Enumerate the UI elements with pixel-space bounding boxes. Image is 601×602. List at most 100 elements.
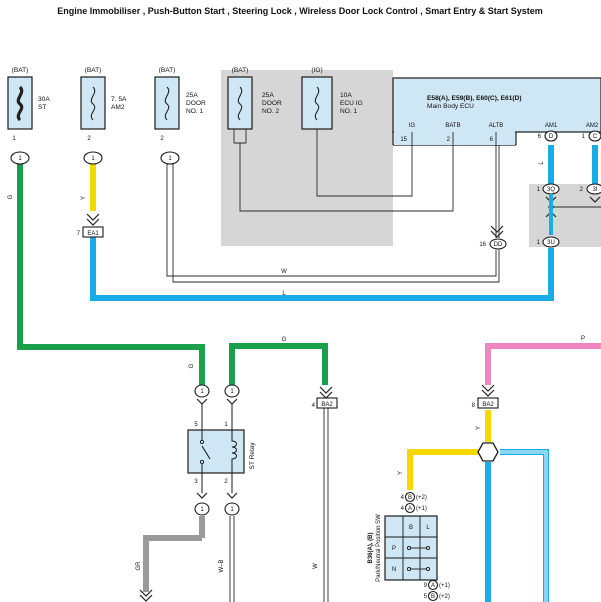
wire-blue-l bbox=[90, 236, 554, 301]
fuse-rating: 7. 5A bbox=[111, 96, 127, 103]
connector-3u bbox=[542, 236, 560, 248]
fuse-symbol-icon bbox=[16, 85, 24, 122]
connector-num: 16 bbox=[479, 242, 486, 248]
fuse-am2: (BAT) 7. 5A AM2 2 bbox=[80, 67, 127, 142]
wire-label: G bbox=[8, 194, 14, 199]
wire-label: G bbox=[282, 337, 287, 343]
wire-labels: G Y W L G G P L Y Y GR W–B W bbox=[8, 161, 585, 573]
wire-label: P bbox=[581, 336, 585, 342]
fuse-box bbox=[7, 76, 33, 130]
wire-pink-p bbox=[485, 343, 601, 385]
thin-wires bbox=[166, 129, 601, 602]
ecu-pin-am1: AM1 bbox=[545, 123, 558, 129]
switch-col-label: B bbox=[409, 525, 413, 531]
connector-code: DD bbox=[494, 242, 503, 248]
fuse-symbol-icon bbox=[90, 86, 96, 121]
fuse-source-label: (BAT) bbox=[12, 67, 29, 74]
wire-label: GR bbox=[136, 561, 142, 571]
connector-letter: C bbox=[593, 134, 598, 140]
wire-label: Y bbox=[476, 426, 482, 430]
ecu-id: E58(A), E59(B), E60(C), E61(D) bbox=[427, 95, 522, 102]
connector-code: BA2 bbox=[482, 402, 494, 408]
connector-oval bbox=[224, 502, 240, 516]
fuse-door-no2: (BAT) 25A DOOR NO. 2 bbox=[227, 67, 282, 130]
connector-num: 1 bbox=[537, 240, 541, 246]
sw-pin-letter: A bbox=[408, 506, 412, 512]
fuse-source-label: (BAT) bbox=[159, 67, 176, 74]
fuse-name-line2: NO. 1 bbox=[340, 108, 358, 115]
connector-code: BA2 bbox=[321, 402, 333, 408]
fuse-box bbox=[227, 76, 253, 130]
pin-number: 1 bbox=[12, 136, 16, 142]
sw-pin-suffix: (+1) bbox=[416, 506, 427, 512]
sw-pin-letter: B bbox=[408, 495, 412, 501]
relay-switch-icon bbox=[201, 445, 211, 460]
fuse-name-line1: ECU IG bbox=[340, 100, 363, 107]
pin-number: 2 bbox=[447, 137, 451, 143]
connector-num: 8 bbox=[472, 403, 476, 409]
connector-oval bbox=[83, 151, 103, 165]
pin-number: 15 bbox=[400, 137, 407, 143]
fuse-rating: 25A bbox=[262, 92, 274, 99]
sw-pin-letter: A bbox=[431, 583, 435, 589]
ecu-pin-ig: IG bbox=[409, 123, 416, 129]
ecu-name: Main Body ECU bbox=[427, 103, 474, 110]
fuse-symbol-icon bbox=[314, 86, 320, 121]
fuse-box bbox=[80, 76, 106, 130]
switch-id: B36(A), (B) bbox=[368, 532, 374, 563]
connector-oval bbox=[10, 151, 30, 165]
connector-label: 1 bbox=[230, 507, 234, 513]
relay-pin: 1 bbox=[224, 422, 228, 428]
wire-yellow-sw bbox=[407, 449, 478, 490]
sw-pin-circle bbox=[404, 491, 416, 503]
connector-label: 1 bbox=[200, 507, 204, 513]
sw-pin-circle bbox=[427, 590, 439, 602]
wire-label: W bbox=[313, 563, 319, 569]
fuse-st: (BAT) 30A ST 1 bbox=[7, 67, 50, 142]
wire-label: W–B bbox=[219, 559, 225, 572]
wire-label: L bbox=[539, 161, 545, 165]
wire-green-st bbox=[17, 164, 205, 385]
sw-pin-suffix: (+2) bbox=[416, 495, 427, 501]
fuse-source-label: (BAT) bbox=[85, 67, 102, 74]
connector-ea1 bbox=[82, 226, 104, 238]
connector-label: 1 bbox=[200, 389, 204, 395]
connector-num: 1 bbox=[537, 187, 541, 193]
sw-pin-num: 5 bbox=[424, 594, 428, 600]
junction-hex bbox=[477, 442, 499, 462]
wire-green-relay bbox=[229, 343, 328, 385]
switch-contact-icon bbox=[406, 566, 431, 572]
sw-pin-letter: B bbox=[431, 594, 435, 600]
sw-pin-suffix: (+2) bbox=[439, 594, 450, 600]
pin-number: 2 bbox=[87, 136, 91, 142]
fuse-box bbox=[301, 76, 333, 130]
connector-label: 1 bbox=[91, 156, 95, 162]
sw-pin-num: 4 bbox=[401, 495, 405, 501]
relay-box bbox=[187, 429, 245, 474]
fuse-name-line2: NO. 1 bbox=[186, 108, 204, 115]
sw-pin-circle bbox=[427, 579, 439, 591]
connector-ba2 bbox=[316, 397, 338, 409]
relay-pin: 3 bbox=[194, 479, 198, 485]
relay-pin: 2 bbox=[224, 479, 228, 485]
fuse-name-line1: DOOR bbox=[262, 100, 282, 107]
wire-blue-double bbox=[500, 449, 549, 602]
sw-pin-circle bbox=[404, 502, 416, 514]
fuse-rating: 25A bbox=[186, 92, 198, 99]
fuse-symbol-icon bbox=[237, 86, 243, 121]
sw-pin-suffix: (+1) bbox=[439, 583, 450, 589]
fuse-name-line1: DOOR bbox=[186, 100, 206, 107]
wire-label: Y bbox=[398, 471, 404, 475]
wire-grey-gr-2 bbox=[143, 535, 202, 592]
wire-label: W bbox=[281, 269, 287, 275]
connector-num: 4 bbox=[312, 403, 316, 409]
pin-number: 6 bbox=[538, 134, 542, 140]
connector-label: 1 bbox=[168, 156, 172, 162]
park-neutral-switch: 4 B (+2) 4 A (+1) B L P N B36(A), (B) Pa… bbox=[368, 491, 450, 602]
pin-number: 6 bbox=[490, 137, 494, 143]
ecu-pin-am2: AM2 bbox=[586, 123, 599, 129]
pin-number: 1 bbox=[582, 134, 586, 140]
fuse-source-label: (BAT) bbox=[232, 67, 249, 74]
connector-dd bbox=[489, 238, 507, 250]
connector-num: 7 bbox=[77, 231, 81, 237]
